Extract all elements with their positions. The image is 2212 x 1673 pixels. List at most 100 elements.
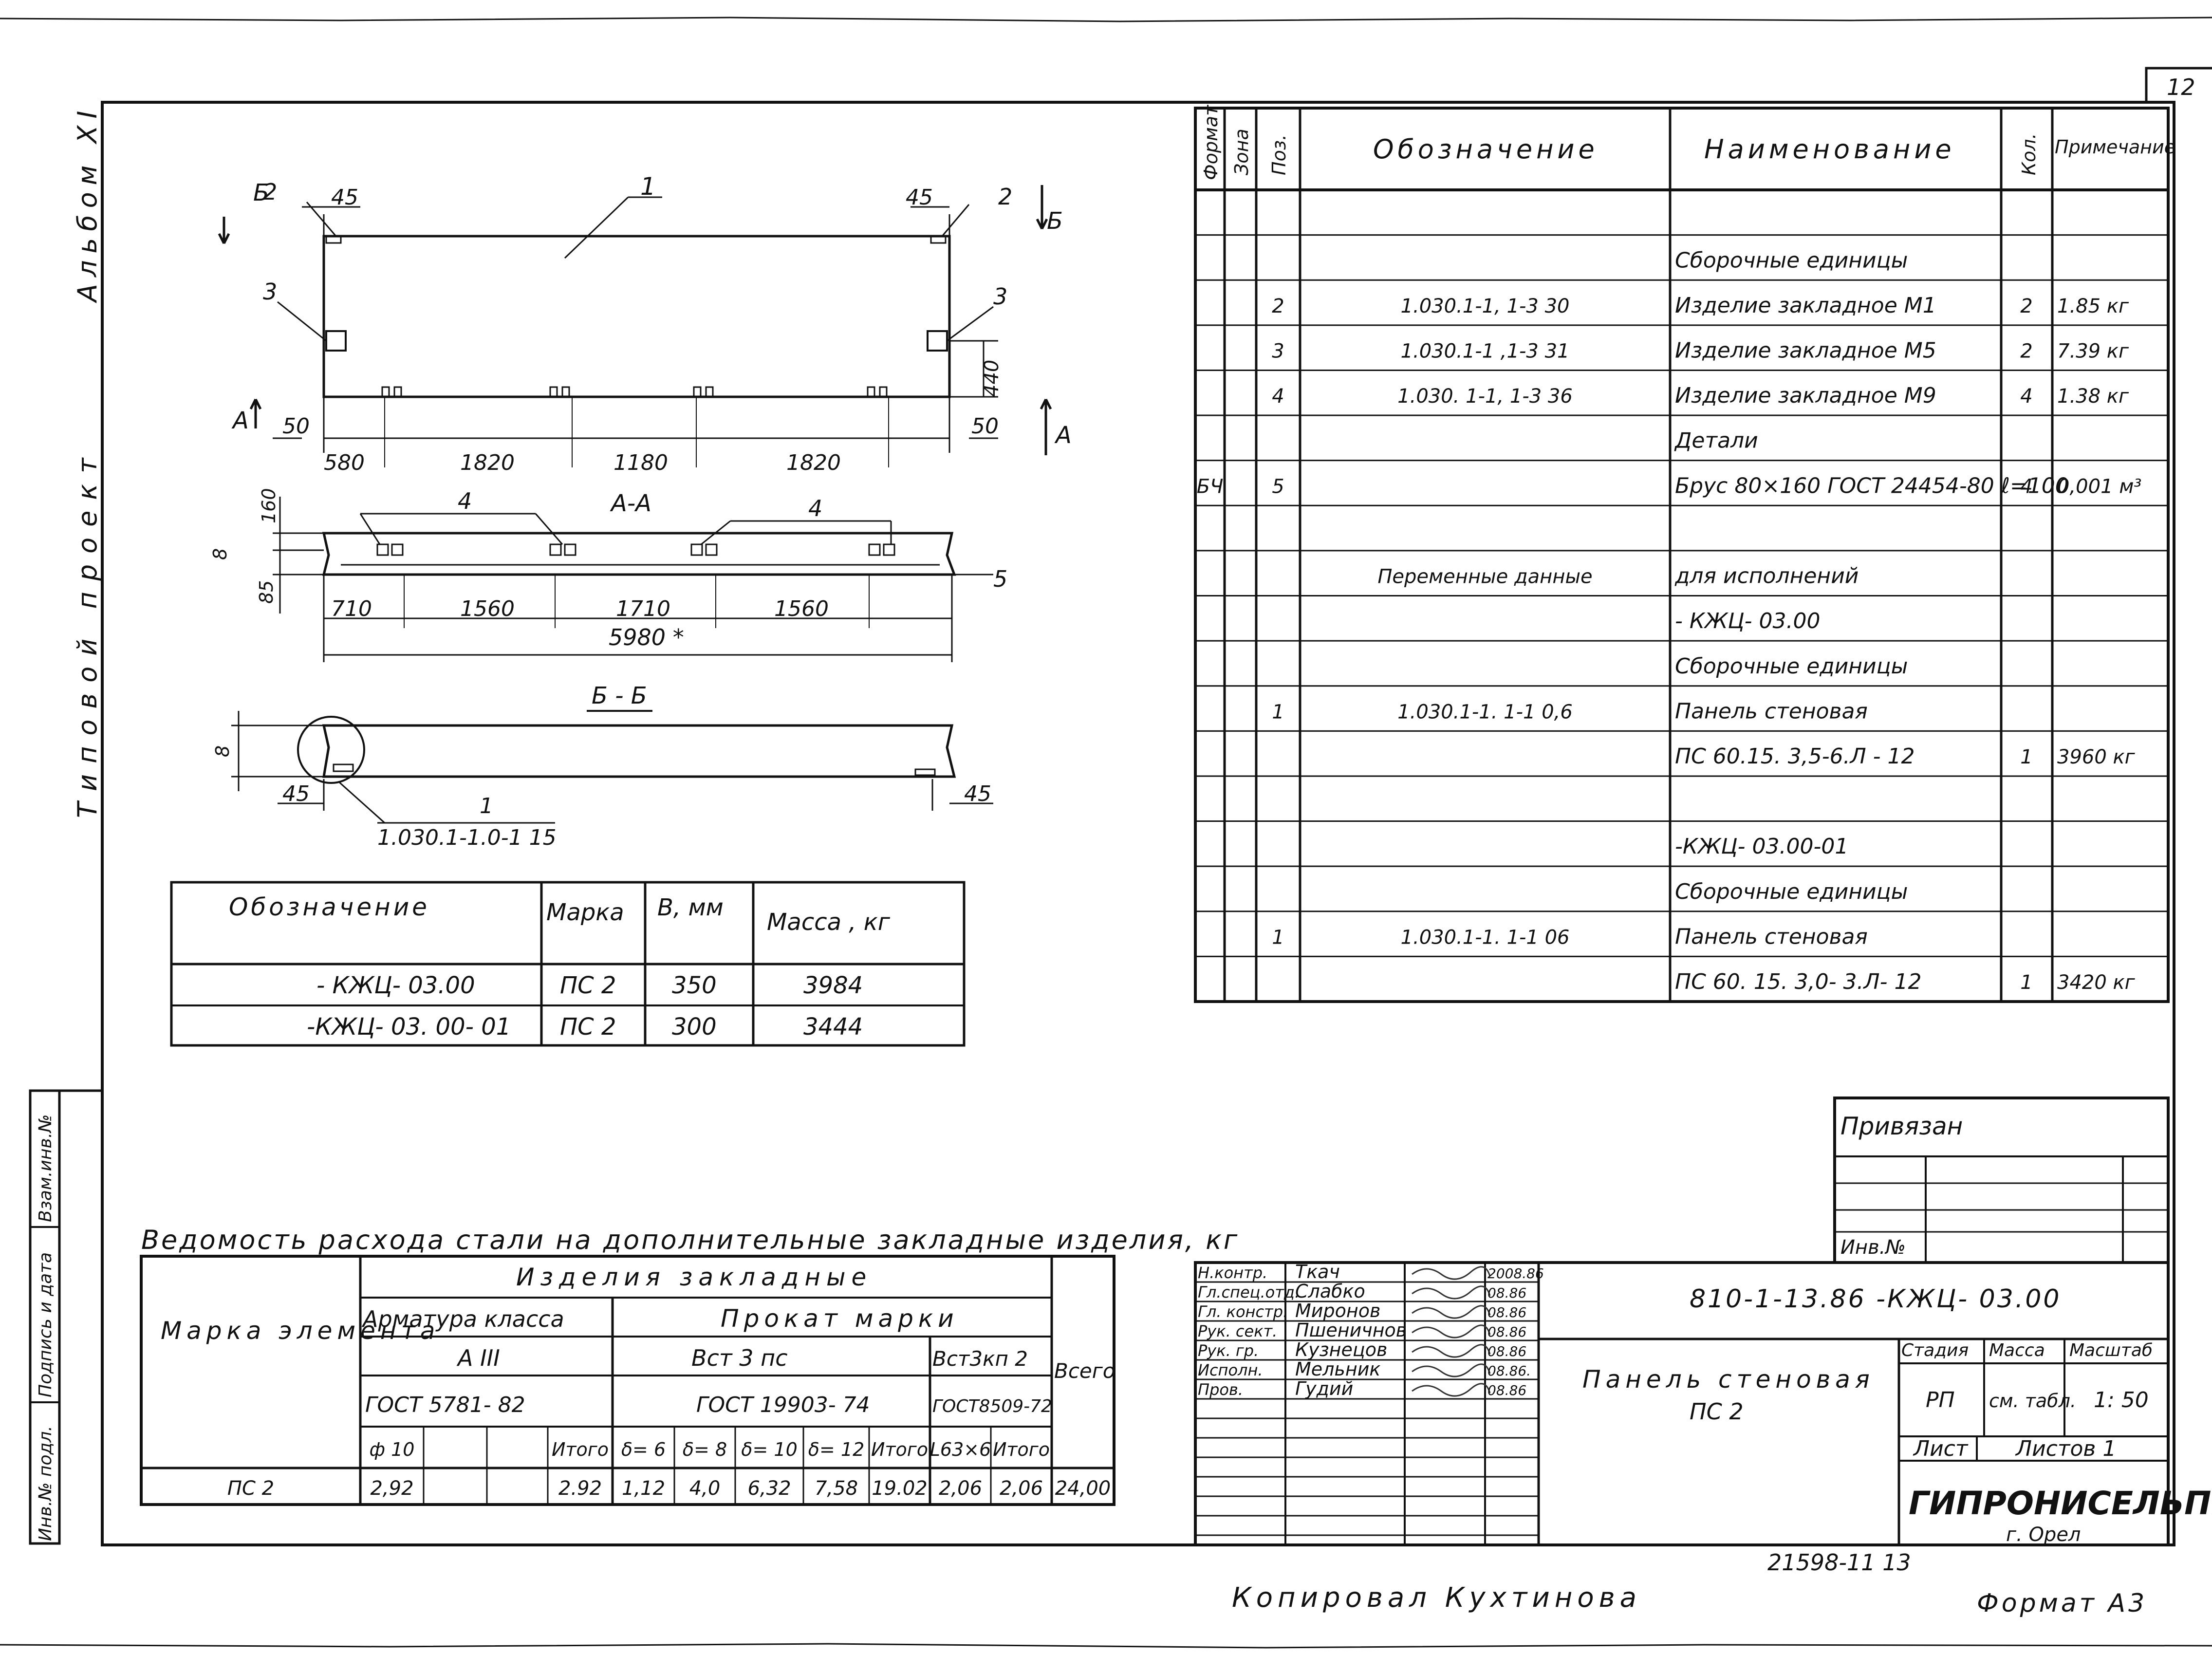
- steel-armatura: Арматура класса: [361, 1306, 564, 1332]
- steel-sub-0: ф 10: [370, 1439, 415, 1460]
- tb-date-0: 2008.86: [1487, 1265, 1544, 1282]
- dim-160: 160: [258, 488, 279, 523]
- steel-sub-9: L63×6: [930, 1439, 991, 1460]
- tb-person-3: Пшеничнов: [1295, 1320, 1407, 1341]
- spec-cell-r6-c4: Брус 80×160 ГОСТ 24454-80 ℓ=100: [1675, 473, 2069, 498]
- dim-1710: 1710: [616, 596, 670, 621]
- tb-date-2: 08.86: [1487, 1304, 1526, 1320]
- signature-6: [1412, 1383, 1491, 1397]
- steel-armatura-gost: ГОСТ 5781- 82: [365, 1393, 525, 1417]
- cut-a-right: А: [1054, 422, 1072, 449]
- pos1-label: 1: [640, 172, 656, 201]
- pos3-right: 3: [993, 283, 1007, 310]
- ref-1-15: 1.030.1-1.0-1 15: [377, 825, 557, 850]
- steel-sub-4: δ= 6: [621, 1439, 666, 1460]
- steel-vst3kp2: Вст3кп 2: [932, 1347, 1028, 1371]
- sheet-number-box: [2145, 67, 2212, 102]
- steel-row-cell-8: 7,58: [815, 1477, 858, 1500]
- cut-b-left: Б: [253, 179, 269, 206]
- spec-cell-r6-c2: 5: [1272, 475, 1284, 498]
- tb-sheet-h: Лист: [1913, 1436, 1969, 1461]
- spec-cell-r8-c4: для исполнений: [1674, 564, 1859, 589]
- cut-b-right: Б: [1047, 207, 1063, 235]
- project-label: Типовой проект: [72, 447, 103, 818]
- spec-cell-r9-c4: - КЖЦ- 03.00: [1675, 609, 1820, 633]
- steel-group: Изделия закладные: [516, 1263, 872, 1291]
- steel-sub-10: Итого: [993, 1439, 1050, 1460]
- side-label-sign: Подпись и дата: [36, 1252, 56, 1397]
- tb-mass: см. табл.: [1989, 1390, 2076, 1412]
- steel-gost19903: ГОСТ 19903- 74: [696, 1393, 870, 1417]
- vt-r2-oboz: -КЖЦ- 03. 00- 01: [307, 1013, 511, 1041]
- spec-cell-r6-c5: 4: [2020, 475, 2032, 498]
- section-aa: [273, 497, 993, 662]
- spec-h-kol: Кол.: [2018, 133, 2040, 175]
- spec-cell-r2-c3: 1.030.1-1, 1-3 30: [1401, 295, 1570, 317]
- vt-r2-b: 300: [672, 1013, 717, 1041]
- tb-person-5: Мельник: [1295, 1358, 1380, 1380]
- pos1-detail: 1: [480, 794, 493, 818]
- steel-armatura-class: А III: [456, 1345, 500, 1371]
- tb-doc-code: 810-1-13.86 -КЖЦ- 03.00: [1690, 1284, 2061, 1314]
- spec-cell-r6-c6: 0,001 м³: [2057, 475, 2141, 498]
- dim-45-right: 45: [906, 185, 933, 210]
- tb-stage-h: Стадия: [1901, 1340, 1969, 1360]
- spec-cell-r16-c2: 1: [1272, 926, 1284, 948]
- spec-cell-r12-c6: 3960 кг: [2057, 746, 2136, 768]
- vt-r2-mass: 3444: [803, 1013, 863, 1041]
- signature-4: [1412, 1344, 1491, 1358]
- spec-cell-r4-c5: 4: [2020, 385, 2032, 408]
- steel-vst3ps: Вст 3 пс: [691, 1345, 788, 1371]
- dim-5980: 5980 *: [609, 624, 684, 651]
- tb-role-4: Рук. гр.: [1198, 1341, 1259, 1360]
- spec-cell-r17-c4: ПС 60. 15. 3,0- 3.Л- 12: [1675, 969, 1921, 994]
- steel-row-cell-0: ПС 2: [227, 1477, 274, 1500]
- spec-h-poz: Поз.: [1268, 134, 1290, 175]
- tb-date-6: 08.86: [1487, 1382, 1526, 1398]
- dim-8-b: 8: [212, 745, 233, 757]
- vt-header-mass: Масса , кг: [767, 909, 891, 936]
- spec-cell-r4-c6: 1.38 кг: [2057, 385, 2129, 408]
- steel-sub-3: Итого: [552, 1439, 609, 1460]
- signature-3: [1412, 1324, 1491, 1338]
- pos4-label-a: 4: [458, 488, 472, 514]
- steel-row-cell-11: 2,06: [1000, 1477, 1043, 1500]
- spec-table: [1194, 107, 2170, 1003]
- dim-50-right: 50: [971, 414, 999, 439]
- spec-cell-r3-c4: Изделие закладное М5: [1675, 338, 1936, 363]
- tb-date-3: 08.86: [1487, 1324, 1526, 1340]
- pos4-label-b: 4: [808, 495, 822, 521]
- bottom-edge-line: [0, 1643, 2212, 1649]
- dim-710: 710: [331, 596, 372, 621]
- tb-role-0: Н.контр.: [1198, 1264, 1267, 1282]
- tb-person-4: Кузнецов: [1295, 1339, 1387, 1360]
- steel-table: [140, 1255, 1115, 1506]
- steel-table-title: Ведомость расхода стали на дополнительны…: [141, 1225, 1239, 1255]
- tb-person-0: Ткач: [1295, 1261, 1340, 1283]
- album-label: Альбом XI: [72, 104, 103, 303]
- spec-cell-r3-c5: 2: [2020, 340, 2032, 363]
- steel-row-cell-5: 1,12: [622, 1477, 665, 1500]
- sheet-number: 12: [2167, 74, 2195, 100]
- dim-45-d: 45: [964, 781, 991, 806]
- steel-total: Всего: [1054, 1359, 1115, 1383]
- tb-org: ГИПРОНИСЕЛЬПРОМ: [1909, 1485, 2212, 1522]
- spec-h-name: Наименование: [1704, 134, 1955, 165]
- steel-row-cell-7: 6,32: [747, 1477, 791, 1500]
- privyazan-title: Привязан: [1840, 1112, 1963, 1140]
- tb-role-3: Рук. сект.: [1198, 1322, 1277, 1340]
- dim-1560-b: 1560: [774, 596, 829, 621]
- dim-50-left: 50: [282, 414, 310, 439]
- steel-row-cell-4: 2.92: [558, 1477, 602, 1500]
- tb-date-5: 08.86.: [1487, 1363, 1531, 1379]
- dim-1560-a: 1560: [460, 596, 515, 621]
- spec-cell-r2-c4: Изделие закладное М1: [1675, 293, 1936, 318]
- signature-2: [1412, 1305, 1491, 1319]
- tb-sheets-h: Листов 1: [2015, 1436, 2116, 1461]
- panel-outline: [322, 235, 951, 398]
- spec-h-format: Формат: [1200, 104, 1222, 180]
- steel-sub-5: δ= 8: [683, 1439, 727, 1460]
- spec-h-zona: Зона: [1231, 129, 1252, 175]
- vt-header-b: В, мм: [657, 894, 724, 921]
